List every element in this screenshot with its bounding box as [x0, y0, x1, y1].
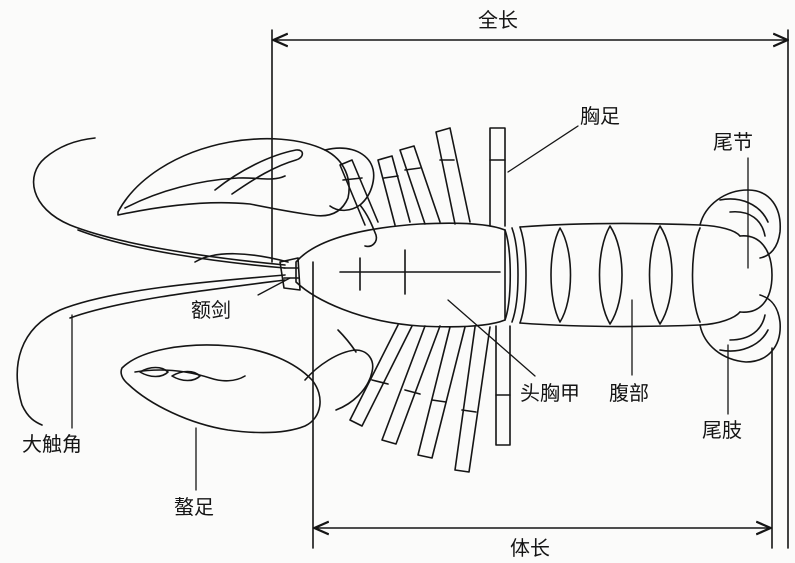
label-telson: 尾节	[713, 132, 753, 152]
label-body-length: 体长	[510, 538, 550, 558]
lower-claw-tooth-1	[140, 368, 168, 377]
label-total-length: 全长	[478, 10, 518, 30]
label-rostrum: 额剑	[191, 300, 231, 320]
uropod-upper-inner	[720, 199, 768, 236]
upper-leg-5	[490, 128, 505, 226]
lower-leg-3	[418, 327, 465, 458]
lower-cheliped	[121, 330, 373, 433]
abdomen-segment-4	[693, 228, 701, 322]
upper-leg-4	[436, 128, 470, 224]
abdomen-segment-1	[551, 228, 571, 322]
tail-fan	[700, 190, 780, 362]
lower-leg-2	[382, 326, 440, 444]
carapace-outline	[296, 223, 505, 327]
abdomen-segment-3	[650, 226, 673, 324]
upper-claw-dactyl	[215, 150, 302, 194]
label-cheliped: 螯足	[174, 497, 214, 517]
leader-rostrum	[258, 278, 290, 295]
abdomen-segment-2	[600, 226, 623, 324]
label-antenna: 大触角	[22, 434, 82, 454]
upper-cheliped	[118, 139, 376, 247]
abdomen-outline-top	[520, 224, 740, 236]
label-abdomen: 腹部	[609, 383, 649, 403]
abdomen-outline-bottom	[520, 312, 740, 326]
lower-leg-1	[350, 325, 412, 426]
lower-merus	[338, 330, 356, 352]
lower-carpus	[305, 350, 373, 410]
abdomen-bands	[505, 227, 526, 323]
label-pereiopod: 胸足	[580, 106, 620, 126]
antennae	[17, 138, 288, 425]
lower-pereiopods	[350, 325, 510, 472]
rostrum	[280, 258, 300, 290]
upper-antenna	[34, 138, 285, 265]
lower-claw-outer	[121, 345, 320, 433]
upper-leg-3	[400, 146, 440, 224]
label-cephalothorax: 头胸甲	[520, 383, 580, 403]
lower-leg-joints	[372, 380, 510, 412]
leader-pereiopod	[508, 126, 578, 172]
abdomen	[505, 224, 740, 327]
leader-cephalothorax	[448, 300, 535, 376]
label-uropod: 尾肢	[702, 420, 742, 440]
measurement-lines	[272, 30, 788, 548]
telson	[740, 236, 772, 312]
lower-antenna	[17, 275, 285, 425]
uropod-lower	[700, 295, 780, 362]
